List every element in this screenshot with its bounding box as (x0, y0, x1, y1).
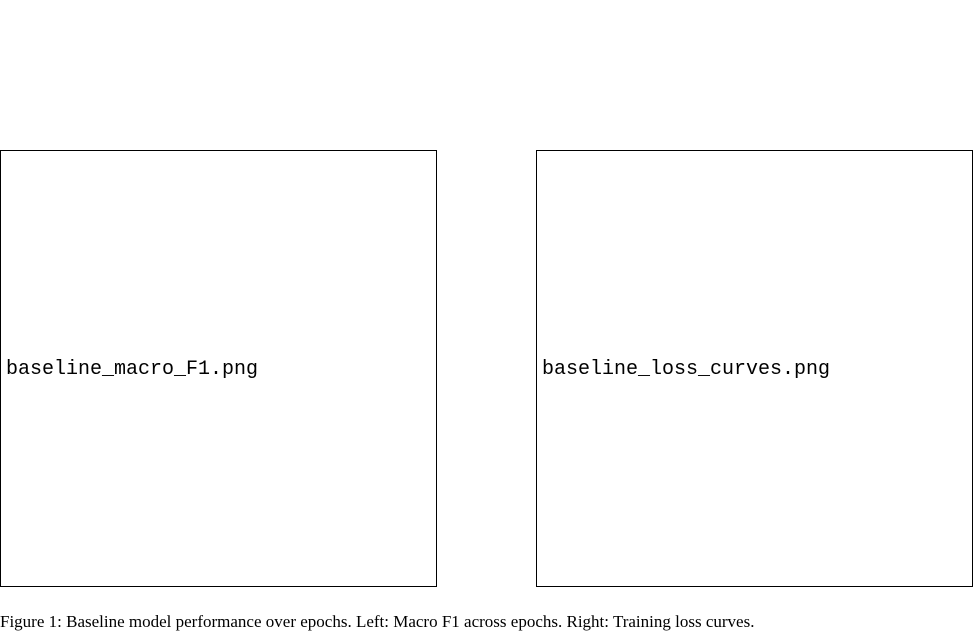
figure-panel-macro-f1: baseline_macro_F1.png (0, 150, 437, 587)
image-placeholder-filename: baseline_loss_curves.png (542, 358, 831, 381)
figure-panel-loss-curves: baseline_loss_curves.png (536, 150, 973, 587)
image-placeholder-filename: baseline_macro_F1.png (6, 358, 259, 381)
figure-caption: Figure 1: Baseline model performance ove… (0, 612, 755, 631)
